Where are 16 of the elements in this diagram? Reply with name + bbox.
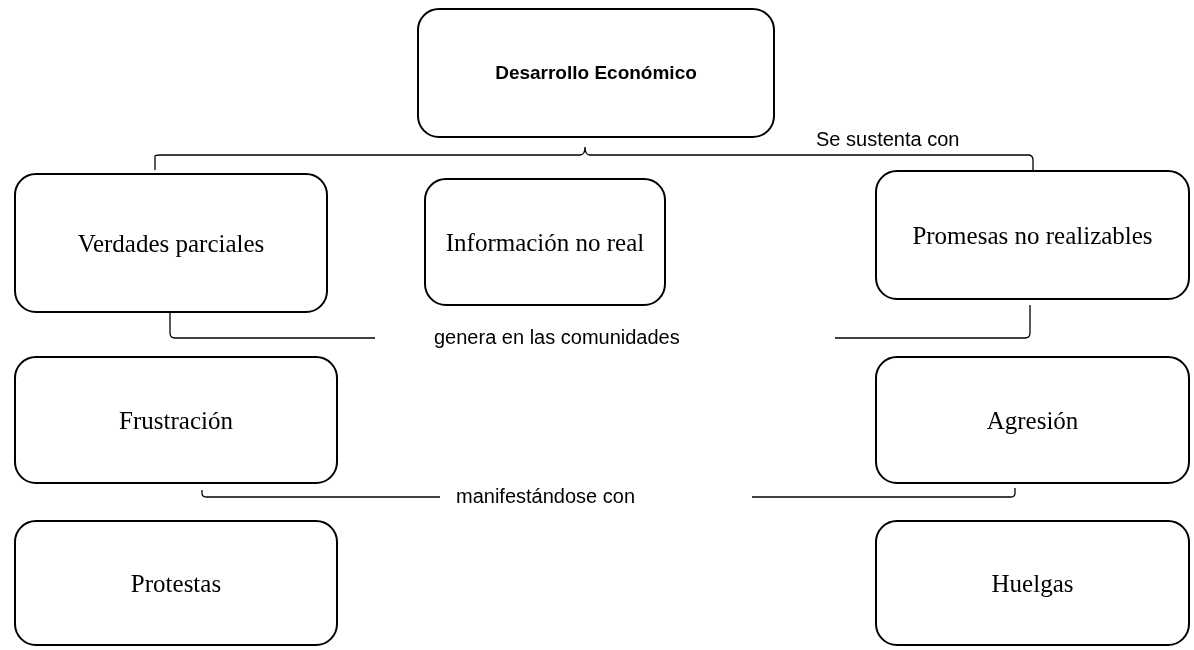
rounded-box — [424, 178, 666, 306]
node-text: Información no real — [445, 227, 645, 258]
rounded-box — [875, 356, 1190, 484]
rounded-box — [875, 170, 1190, 300]
node-text: Huelgas — [991, 568, 1074, 599]
node-text: Promesas no realizables — [912, 220, 1153, 251]
node-text: Agresión — [986, 405, 1079, 436]
node-text: Protestas — [130, 568, 222, 599]
rounded-box — [14, 520, 338, 646]
rounded-box — [417, 8, 775, 138]
node-text: Frustración — [119, 405, 233, 436]
rounded-box — [875, 520, 1190, 646]
rounded-box — [14, 173, 328, 313]
rounded-box — [14, 356, 338, 484]
node-text: Verdades parciales — [77, 228, 265, 259]
node-text: Desarrollo Económico — [495, 60, 697, 85]
